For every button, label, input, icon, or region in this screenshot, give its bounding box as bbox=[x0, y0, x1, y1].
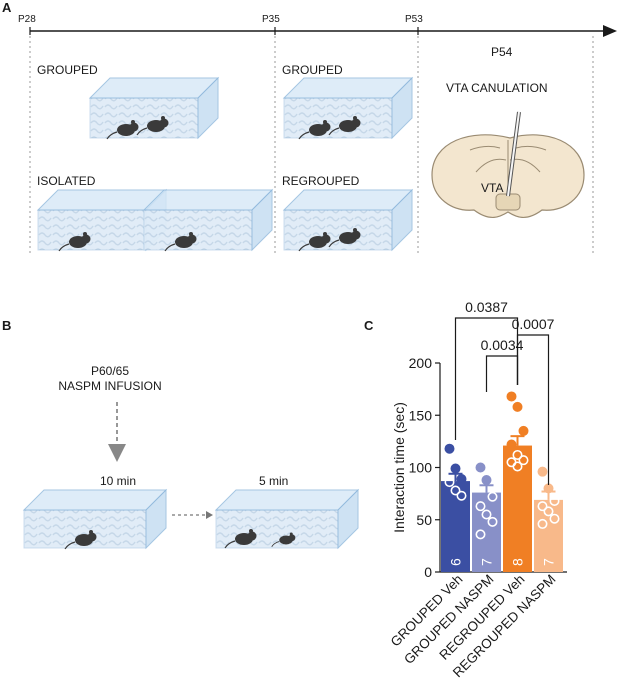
data-point bbox=[450, 463, 461, 474]
data-point bbox=[549, 513, 560, 524]
label-grouped-1: GROUPED bbox=[37, 63, 98, 77]
data-point bbox=[444, 477, 455, 488]
bar bbox=[534, 499, 563, 572]
p-value-label: 0.0034 bbox=[481, 337, 524, 353]
data-point bbox=[518, 425, 529, 436]
data-point bbox=[512, 401, 523, 412]
tick-p28: P28 bbox=[18, 14, 36, 25]
data-point bbox=[537, 466, 548, 477]
data-point bbox=[543, 483, 554, 494]
cage-grouped-1 bbox=[88, 76, 220, 140]
cage-isolated-2 bbox=[142, 188, 274, 252]
n-label: 7 bbox=[479, 558, 495, 566]
data-point bbox=[444, 443, 455, 454]
infusion-line2: NASPM INFUSION bbox=[58, 379, 161, 393]
label-vta: VTA bbox=[481, 181, 503, 195]
data-point bbox=[512, 449, 523, 460]
y-tick-label: 100 bbox=[409, 460, 433, 476]
data-point bbox=[543, 506, 554, 517]
down-arrow-icon bbox=[108, 444, 126, 462]
y-tick-label: 0 bbox=[424, 564, 432, 580]
data-point bbox=[487, 491, 498, 502]
label-regrouped: REGROUPED bbox=[282, 174, 360, 188]
y-tick-label: 200 bbox=[409, 355, 433, 371]
data-point bbox=[475, 501, 486, 512]
data-point bbox=[475, 462, 486, 473]
y-axis-label: Interaction time (sec) bbox=[391, 402, 407, 533]
time-10-min: 10 min bbox=[100, 474, 136, 488]
bar bbox=[503, 445, 532, 572]
data-point bbox=[512, 461, 523, 472]
tick-p53: P53 bbox=[405, 14, 423, 25]
data-point bbox=[506, 391, 517, 402]
data-point bbox=[537, 501, 548, 512]
n-label: 6 bbox=[448, 558, 464, 566]
data-point bbox=[456, 490, 467, 501]
cage-test-10-min bbox=[22, 488, 168, 550]
brain-section-icon bbox=[431, 134, 585, 218]
y-tick-label: 150 bbox=[409, 407, 433, 423]
label-grouped-2: GROUPED bbox=[282, 63, 343, 77]
data-point bbox=[487, 516, 498, 527]
n-label: 8 bbox=[510, 558, 526, 566]
data-point bbox=[549, 495, 560, 506]
timeline-arrow-icon bbox=[603, 25, 617, 37]
right-arrow-icon bbox=[206, 511, 213, 519]
data-point bbox=[506, 439, 517, 450]
data-point bbox=[456, 473, 467, 484]
data-point bbox=[475, 529, 486, 540]
infusion-line1: P60/65 bbox=[91, 364, 129, 378]
comparison-bracket bbox=[485, 355, 519, 392]
panel-b-label: B bbox=[2, 318, 11, 333]
n-label: 7 bbox=[541, 558, 557, 566]
timeline: P28 P35 P53 bbox=[18, 14, 617, 256]
tick-p35: P35 bbox=[262, 14, 280, 25]
cage-grouped-2 bbox=[282, 76, 414, 140]
canula-icon bbox=[506, 111, 521, 197]
label-p54: P54 bbox=[491, 45, 513, 59]
data-point bbox=[481, 509, 492, 520]
data-point bbox=[450, 485, 461, 496]
label-vta-canulation: VTA CANULATION bbox=[446, 81, 548, 95]
p-value-label: 0.0007 bbox=[512, 316, 555, 332]
data-point bbox=[537, 518, 548, 529]
cage-regrouped bbox=[282, 188, 414, 252]
data-point bbox=[518, 455, 529, 466]
p-value-label: 0.0387 bbox=[465, 299, 508, 315]
panel-a-label: A bbox=[2, 0, 12, 15]
data-point bbox=[481, 475, 492, 486]
y-tick-label: 50 bbox=[416, 512, 432, 528]
label-isolated: ISOLATED bbox=[37, 174, 96, 188]
time-5-min: 5 min bbox=[259, 474, 288, 488]
panel-c-label: C bbox=[364, 318, 374, 333]
comparison-bracket bbox=[516, 334, 550, 485]
cage-test-5-min bbox=[214, 488, 360, 550]
